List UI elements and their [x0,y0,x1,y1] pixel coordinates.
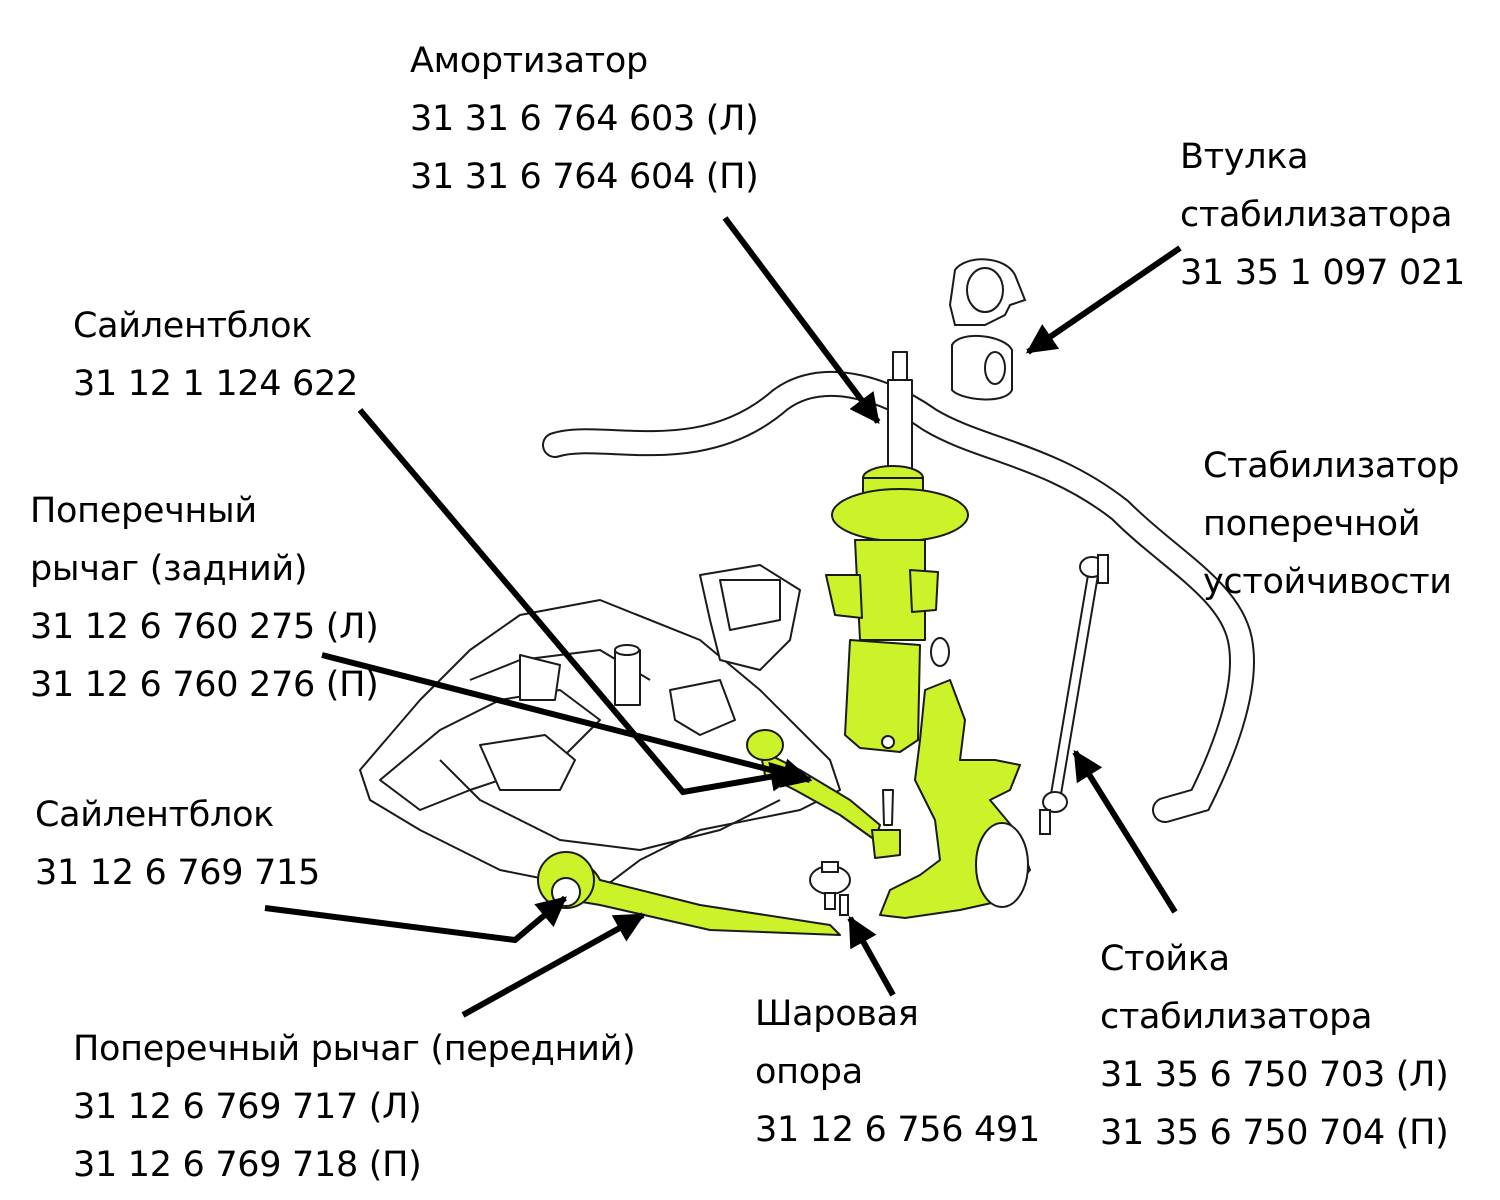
silent-block-bottom-label: Сайлентблок 31 12 6 769 715 [35,786,320,902]
ball-joint-part [809,861,851,916]
part-number: 31 12 6 769 718 (П) [73,1145,422,1185]
stab-bushing-name: стабилизатора [1180,195,1453,235]
silent-block-bottom-arrow [264,895,567,944]
ball-joint-label: Шаровая опора 31 12 6 756 491 [755,985,1040,1159]
part-number: 31 31 6 764 603 (Л) [410,99,759,139]
stab-link-label: Стойка стабилизатора 31 35 6 750 703 (Л)… [1100,930,1449,1162]
stab-link-arrow [1072,749,1178,914]
rear-control-arm-name: Поперечный [30,491,257,531]
part-number: 31 12 1 124 622 [73,364,358,404]
part-number: 31 12 6 760 275 (Л) [30,607,379,647]
stabilizer-name: устойчивости [1203,562,1452,602]
shock-absorber-name: Амортизатор [410,41,648,81]
stab-link-name: стабилизатора [1100,997,1373,1037]
front-control-arm-part [537,851,841,936]
part-number: 31 35 1 097 021 [1180,253,1465,293]
steering-knuckle [879,637,1031,919]
ball-joint-name: опора [755,1052,863,1092]
leader-arrows [264,216,1182,1018]
shock-absorber-label: Амортизатор 31 31 6 764 603 (Л) 31 31 6 … [410,32,759,206]
ball-joint-name: Шаровая [755,994,919,1034]
stabilizer-bushing-parts [948,258,1027,401]
strut-assembly [825,351,969,753]
shock-absorber-arrow [722,216,881,424]
silent-block-top-arrow [357,408,801,796]
part-number: 31 12 6 760 276 (П) [30,665,379,705]
stab-link-name: Стойка [1100,939,1230,979]
silent-block-top-label: Сайлентблок 31 12 1 124 622 [73,297,358,413]
silent-block-name: Сайлентблок [73,306,313,346]
stabilizer-label: Стабилизатор поперечной устойчивости [1203,437,1460,611]
stabilizer-name: Стабилизатор [1203,446,1460,486]
rear-control-arm-name: рычаг (задний) [30,549,308,589]
part-number: 31 35 6 750 703 (Л) [1100,1055,1449,1095]
stabilizer-name: поперечной [1203,504,1421,544]
rear-control-arm-arrow [321,652,813,788]
front-control-arm-label: Поперечный рычаг (передний) 31 12 6 769 … [73,1020,636,1194]
front-control-arm-arrow [461,912,646,1018]
silent-block-name: Сайлентблок [35,795,275,835]
stab-bushing-arrow [1025,245,1182,355]
part-number: 31 35 6 750 704 (П) [1100,1113,1449,1153]
stab-bushing-label: Втулка стабилизатора 31 35 1 097 021 [1180,128,1465,302]
part-number: 31 12 6 756 491 [755,1110,1040,1150]
part-number: 31 12 6 769 715 [35,853,320,893]
stabilizer-link-part [1039,554,1109,835]
rear-control-arm-label: Поперечный рычаг (задний) 31 12 6 760 27… [30,482,379,714]
front-control-arm-name: Поперечный рычаг (передний) [73,1029,636,1069]
part-number: 31 31 6 764 604 (П) [410,157,759,197]
ball-joint-arrow [847,915,896,997]
stab-bushing-name: Втулка [1180,137,1309,177]
part-number: 31 12 6 769 717 (Л) [73,1087,422,1127]
subframe [359,564,841,891]
